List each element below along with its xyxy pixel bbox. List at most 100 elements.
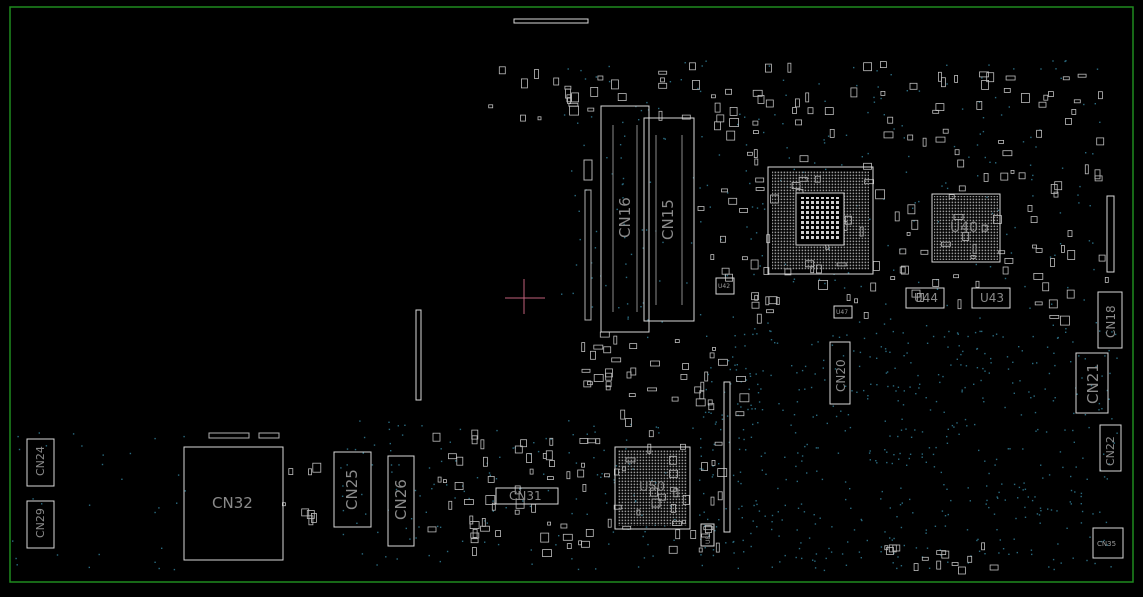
top-header-connector — [513, 18, 589, 24]
via-dot — [921, 453, 923, 455]
via-dot — [876, 384, 878, 386]
cn15-slot[interactable]: CN15 — [643, 117, 695, 322]
via-dot — [707, 373, 709, 376]
cn29-label: CN29 — [34, 508, 47, 538]
via-dot — [905, 428, 907, 430]
cn16-slot[interactable]: CN16 — [600, 105, 650, 333]
via-dot — [594, 247, 597, 249]
passive-pad — [750, 259, 759, 270]
via-dot — [801, 557, 803, 560]
passive-pad — [753, 130, 759, 135]
via-dot — [797, 452, 799, 454]
passive-pad — [720, 235, 726, 243]
via-dot — [816, 470, 818, 472]
via-dot — [795, 465, 797, 468]
u50-bga[interactable]: U50 — [614, 446, 691, 530]
cn24-connector[interactable]: CN24 — [26, 438, 55, 487]
via-dot — [977, 175, 979, 177]
via-dot — [979, 330, 981, 333]
cn20-connector[interactable]: CN20 — [829, 341, 851, 405]
cpu-bga[interactable] — [767, 166, 874, 275]
via-dot — [856, 391, 858, 393]
via-dot — [825, 557, 827, 560]
passive-pad — [625, 418, 632, 427]
cn22-connector[interactable]: CN22 — [1099, 424, 1122, 472]
via-dot — [1059, 243, 1062, 245]
via-dot — [711, 381, 713, 383]
passive-pad — [587, 438, 596, 444]
passive-pad — [650, 360, 660, 367]
u42-chip[interactable]: U42 — [715, 277, 735, 295]
cn26-connector[interactable]: CN26 — [387, 455, 415, 547]
via-dot — [751, 408, 753, 410]
cn21-connector[interactable]: CN21 — [1075, 352, 1109, 414]
via-dot — [995, 458, 998, 461]
u40-chip[interactable]: U40 — [931, 193, 1001, 263]
cn29-connector[interactable]: CN29 — [26, 500, 55, 549]
via-dot — [978, 449, 980, 452]
via-dot — [711, 476, 714, 478]
via-dot — [601, 473, 603, 475]
via-dot — [768, 65, 771, 67]
cn18-connector[interactable]: CN18 — [1097, 291, 1123, 349]
via-dot — [1034, 496, 1036, 498]
via-dot — [994, 96, 997, 99]
via-dot — [885, 372, 888, 374]
u43-chip[interactable]: U43 — [971, 287, 1011, 309]
via-dot — [446, 484, 448, 486]
via-dot — [814, 567, 817, 569]
cn35-connector[interactable]: CN35 — [1092, 527, 1124, 559]
via-dot — [744, 116, 746, 118]
passive-pad — [721, 267, 730, 275]
via-dot — [990, 357, 992, 360]
via-dot — [1031, 553, 1033, 556]
passive-pad — [712, 346, 716, 351]
via-dot — [409, 538, 411, 540]
u50-label: U50 — [639, 480, 665, 495]
via-dot — [733, 552, 735, 554]
via-dot — [737, 480, 739, 483]
via-dot — [616, 208, 618, 211]
passive-pad — [765, 63, 772, 73]
via-dot — [800, 503, 803, 505]
via-dot — [858, 321, 861, 323]
via-dot — [1074, 491, 1076, 493]
via-dot — [813, 514, 815, 516]
via-dot — [897, 386, 900, 388]
passive-pad — [611, 79, 619, 90]
via-dot — [486, 522, 488, 524]
passive-pad — [850, 87, 858, 98]
passive-pad — [735, 411, 745, 417]
via-dot — [647, 336, 649, 339]
via-dot — [1007, 448, 1009, 450]
via-dot — [740, 482, 742, 485]
via-dot — [823, 359, 825, 362]
cn32-connector[interactable]: CN32 — [183, 432, 284, 561]
via-dot — [1040, 68, 1042, 70]
passive-pad — [692, 80, 700, 90]
via-dot — [718, 463, 720, 465]
u47-chip[interactable]: U47 — [833, 305, 853, 319]
passive-pad — [765, 99, 774, 108]
via-dot — [1100, 540, 1103, 543]
via-dot — [858, 365, 861, 368]
passive-pad — [587, 381, 593, 386]
via-dot — [796, 529, 798, 531]
via-dot — [1112, 440, 1114, 443]
via-dot — [903, 390, 905, 392]
via-dot — [388, 428, 391, 431]
cn25-connector[interactable]: CN25 — [333, 451, 372, 528]
u83-chip[interactable]: U83 — [700, 523, 715, 547]
via-dot — [702, 416, 705, 418]
passive-pad — [716, 114, 725, 123]
via-dot — [1037, 428, 1039, 431]
via-dot — [866, 539, 868, 542]
via-dot — [778, 535, 780, 537]
via-dot — [976, 347, 979, 350]
cn31-connector[interactable]: CN31 — [495, 487, 559, 505]
via-dot — [996, 529, 998, 531]
via-dot — [869, 218, 871, 220]
via-dot — [439, 526, 442, 528]
u44-chip[interactable]: U44 — [905, 287, 945, 309]
